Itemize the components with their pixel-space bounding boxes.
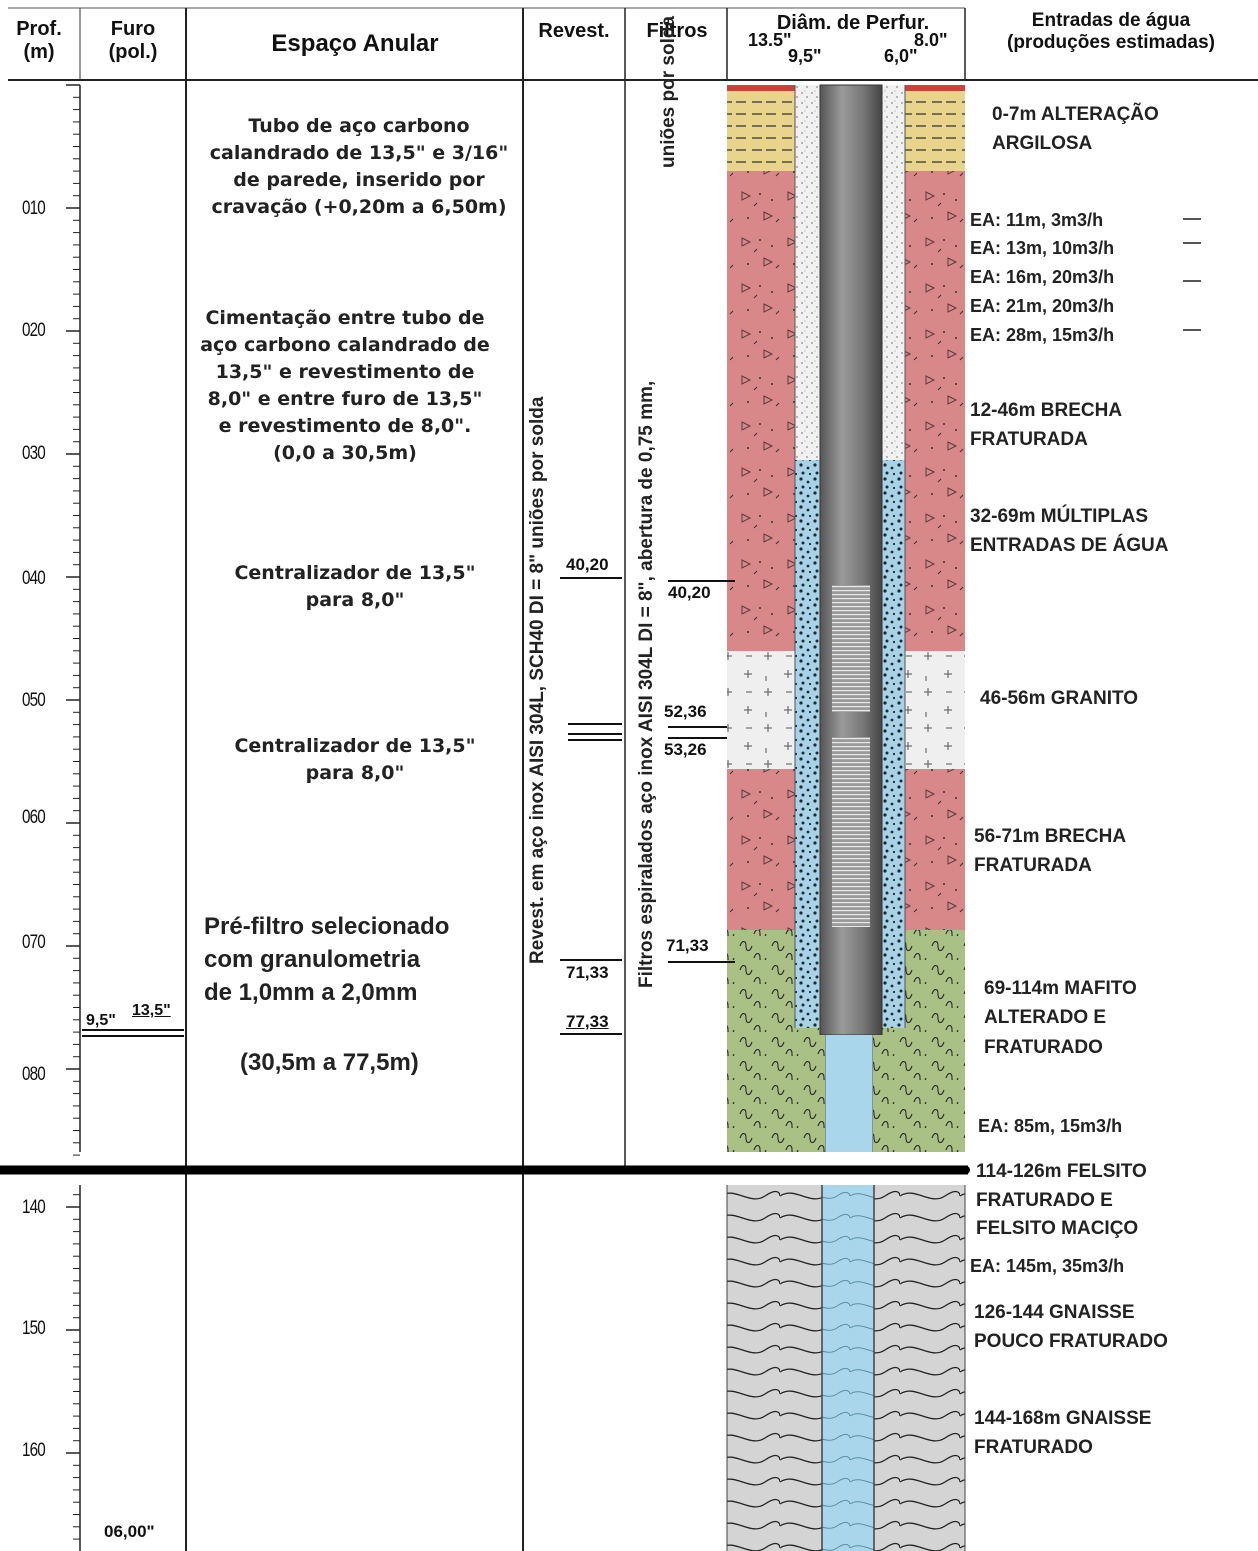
header-diam-6-0: 6,0" bbox=[884, 46, 918, 66]
lithology-column-lower bbox=[726, 1185, 966, 1551]
note-centralizer-2: Centralizador de 13,5" para 8,0" bbox=[234, 735, 476, 784]
header-water-inflows: Entradas de água (produções estimadas) bbox=[1007, 10, 1215, 53]
note-steel-tube: Tubo de aço carbono calandrado de 13,5" … bbox=[209, 115, 509, 218]
depth-label-030: 030 bbox=[22, 443, 46, 464]
lith-breccia-2: 56-71m BRECHA FRATURADA bbox=[974, 826, 1127, 877]
hole-label-bottom: 06,00" bbox=[104, 1522, 155, 1541]
depth-label-070: 070 bbox=[22, 932, 46, 953]
depth-label-060: 060 bbox=[22, 807, 46, 828]
lith-mafite: 69-114m MAFITO ALTERADO E FRATURADO bbox=[984, 978, 1137, 1058]
header-drilling-diameter: Diâm. de Perfur. bbox=[776, 12, 930, 34]
header-casing: Revest. bbox=[538, 20, 610, 42]
depth-ruler bbox=[66, 84, 81, 1551]
cement-annulus-right bbox=[882, 85, 905, 460]
water-entry-tick bbox=[1183, 242, 1201, 244]
filter-mark-71-33: 71,33 bbox=[666, 936, 709, 955]
hole-label-9-5: 9,5" bbox=[86, 1012, 116, 1029]
header-filters: Filtros bbox=[646, 20, 708, 42]
water-entry-85m: EA: 85m, 15m3/h bbox=[978, 1116, 1123, 1136]
casing-description: Revest. em aço inox AISI 304L, SCH40 DI … bbox=[527, 396, 548, 964]
open-hole-lower bbox=[822, 1185, 874, 1551]
lith-clay: 0-7m ALTERAÇÃO ARGILOSA bbox=[992, 104, 1159, 155]
water-entry-16m: EA: 16m, 20m3/h bbox=[970, 267, 1115, 287]
note-prefilter-range: (30,5m a 77,5m) bbox=[240, 1049, 419, 1076]
water-entry-13m: EA: 13m, 10m3/h bbox=[970, 238, 1115, 258]
lith-breccia-1: 12-46m BRECHA FRATURADA bbox=[970, 400, 1123, 451]
depth-label-040: 040 bbox=[22, 568, 46, 589]
open-hole-upper bbox=[825, 1035, 873, 1152]
depth-label-160: 160 bbox=[22, 1440, 46, 1461]
header-diam-9-5: 9,5" bbox=[788, 46, 822, 66]
depth-label-140: 140 bbox=[22, 1197, 46, 1218]
lith-granite: 46-56m GRANITO bbox=[980, 688, 1139, 709]
lith-felsite: 114-126m FELSITO FRATURADO E FELSITO MAC… bbox=[976, 1161, 1147, 1239]
gravel-pack-left bbox=[795, 460, 820, 1028]
header-hole: Furo (pol.) bbox=[108, 18, 158, 63]
lith-multiple-entries: 32-69m MÚLTIPLAS ENTRADAS DE ÁGUA bbox=[970, 506, 1169, 557]
cement-annulus-left bbox=[795, 85, 820, 460]
filter-mark-52-36: 52,36 bbox=[664, 702, 707, 721]
filter-mark-40-20: 40,20 bbox=[668, 583, 711, 602]
lith-gneiss-2: 144-168m GNAISSE FRATURADO bbox=[974, 1408, 1152, 1459]
depth-label-050: 050 bbox=[22, 690, 46, 711]
header-annulus: Espaço Anular bbox=[271, 30, 439, 57]
water-entry-28m: EA: 28m, 15m3/h bbox=[970, 325, 1115, 345]
gravel-pack-right bbox=[882, 460, 905, 1028]
water-entry-145m: EA: 145m, 35m3/h bbox=[970, 1256, 1125, 1276]
water-entry-tick bbox=[1183, 218, 1201, 220]
filters-description-line2: uniões por solda bbox=[658, 15, 679, 168]
header-diam-8-0: 8.0" bbox=[914, 30, 948, 50]
depth-label-020: 020 bbox=[22, 320, 46, 341]
header-depth: Prof. (m) bbox=[16, 18, 62, 63]
depth-label-010: 010 bbox=[22, 198, 46, 219]
lith-gneiss-1: 126-144 GNAISSE POUCO FRATURADO bbox=[974, 1302, 1168, 1353]
note-prefilter: Pré-filtro selecionado com granulometria… bbox=[204, 913, 450, 1007]
filters-description-line1: Filtros espiralados aço inox AISI 304L D… bbox=[636, 380, 657, 988]
screen-section-2 bbox=[832, 737, 870, 927]
screen-section-1 bbox=[832, 585, 870, 712]
casing-mark-77-33: 77,33 bbox=[566, 1012, 609, 1031]
casing-mark-71-33: 71,33 bbox=[566, 963, 609, 982]
depth-label-080: 080 bbox=[22, 1064, 46, 1085]
note-cementation: Cimentação entre tubo de aço carbono cal… bbox=[200, 307, 490, 464]
depth-label-150: 150 bbox=[22, 1318, 46, 1339]
water-entry-tick bbox=[1183, 329, 1201, 331]
filter-mark-53-26: 53,26 bbox=[664, 740, 707, 759]
water-entry-11m: EA: 11m, 3m3/h bbox=[970, 210, 1104, 230]
water-entry-21m: EA: 21m, 20m3/h bbox=[970, 296, 1115, 316]
water-entry-tick bbox=[1183, 280, 1201, 282]
casing-mark-40-20: 40,20 bbox=[566, 555, 609, 574]
note-centralizer-1: Centralizador de 13,5" para 8,0" bbox=[234, 562, 476, 611]
hole-label-13-5: 13,5" bbox=[132, 1002, 171, 1019]
header-diam-13-5: 13.5" bbox=[748, 30, 792, 50]
